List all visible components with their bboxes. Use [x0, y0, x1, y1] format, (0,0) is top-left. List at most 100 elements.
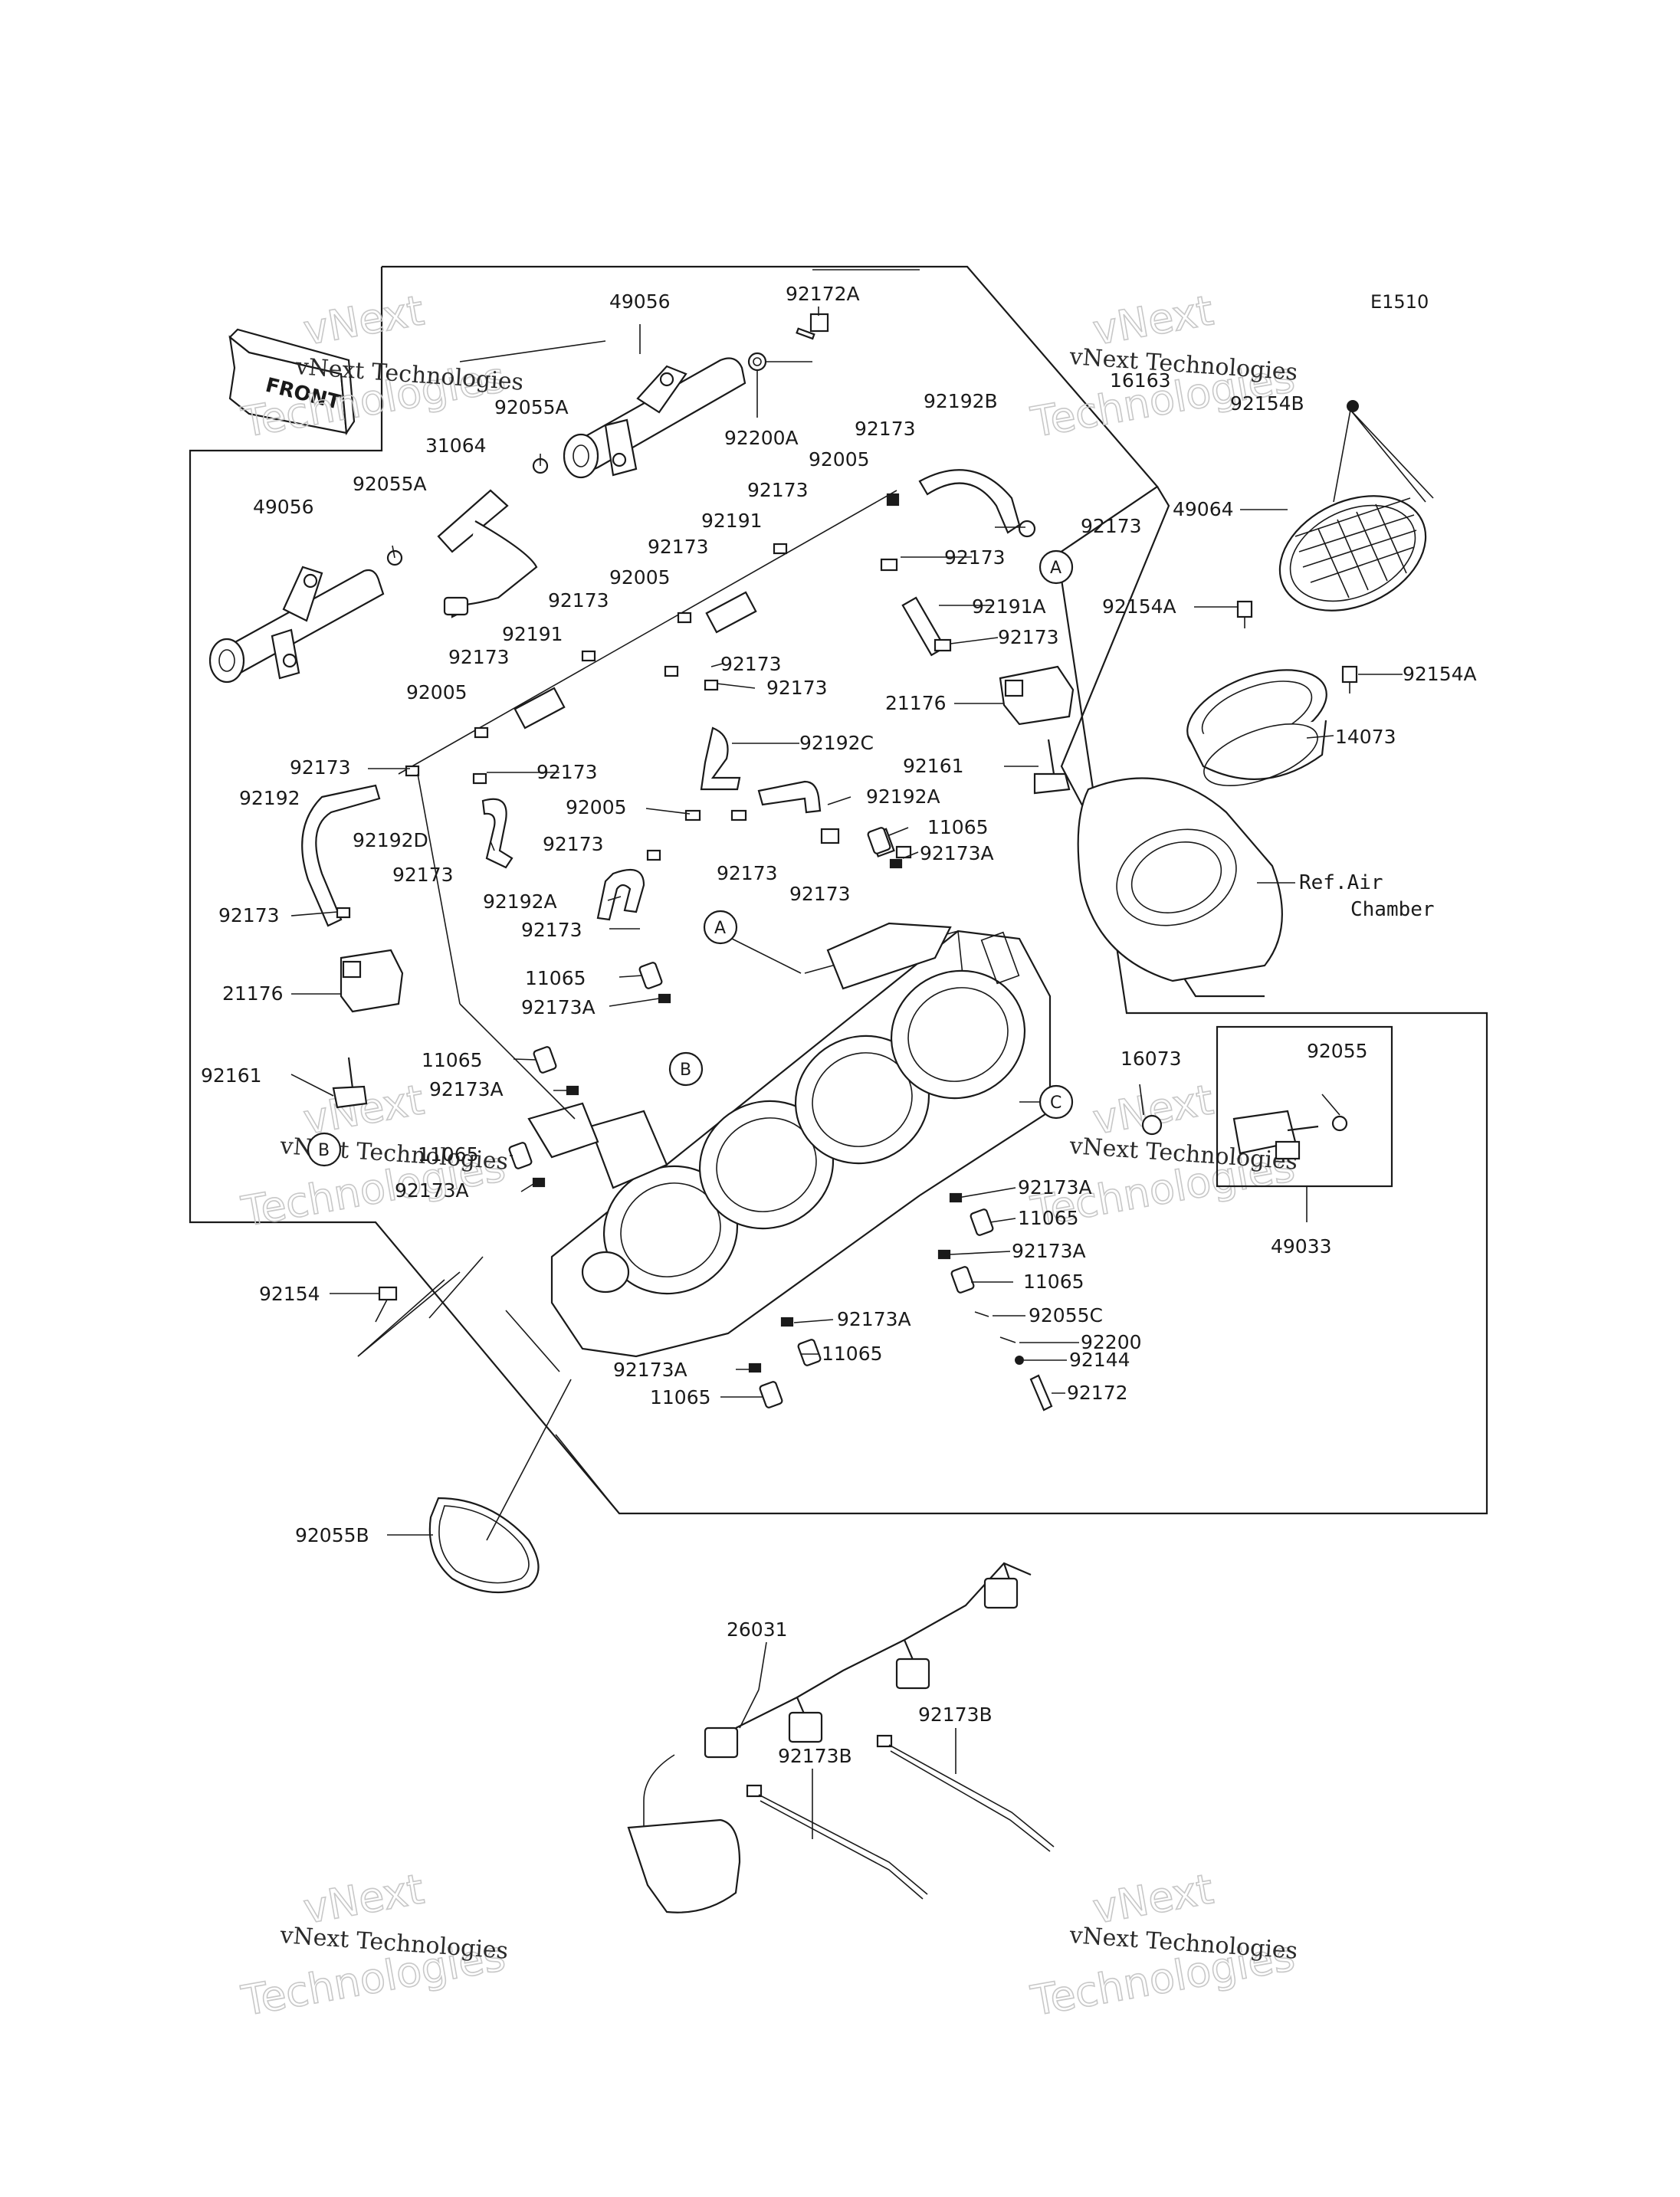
label-92173-a: 92173	[855, 418, 916, 440]
label-49064: 49064	[1173, 498, 1234, 520]
air-chamber-reference	[1077, 777, 1283, 982]
callout-a-lower: A	[703, 910, 802, 974]
label-92173A-b: 92173A	[521, 996, 596, 1018]
label-16163: 16163	[1110, 369, 1171, 392]
label-92191-b: 92191	[502, 623, 563, 645]
label-92192D: 92192D	[353, 829, 428, 851]
screw-92154A-lower	[1341, 665, 1358, 694]
callout-c: C	[1019, 1084, 1074, 1120]
label-11065-c: 11065	[422, 1049, 483, 1071]
label-92191A: 92191A	[972, 595, 1046, 618]
label-92173-j: 92173	[766, 677, 828, 699]
label-11065-g: 11065	[822, 1343, 883, 1365]
label-92144: 92144	[1069, 1349, 1130, 1371]
label-92173A-h: 92173A	[613, 1359, 687, 1381]
throttle-body-assembly	[527, 922, 1052, 1358]
label-11065-h: 11065	[650, 1386, 711, 1408]
label-92192A-b: 92192A	[483, 890, 557, 913]
watermark-bottom-right: vNext Technologies vNext Technologies	[1027, 1864, 1299, 2026]
part-labels: 49056 92172A 16163 92154B 92055A 92200A …	[201, 283, 1477, 1767]
label-92173A-e: 92173A	[1018, 1176, 1092, 1199]
sensor-21176-lower	[332, 949, 404, 1109]
label-92173A-f: 92173A	[1012, 1240, 1086, 1262]
label-26031: 26031	[727, 1618, 788, 1641]
label-92005-a: 92005	[809, 448, 870, 471]
label-92173-p: 92173	[392, 864, 454, 886]
screw-92154B	[1347, 400, 1359, 412]
sensor-21176-upper	[999, 665, 1075, 795]
label-92005-c: 92005	[406, 681, 468, 703]
label-92191-a: 92191	[701, 510, 763, 532]
harness-26031	[627, 1562, 1032, 1913]
label-92173-k: 92173	[290, 756, 351, 779]
caps-11065-set	[508, 827, 994, 1408]
label-11065-f: 11065	[1023, 1271, 1084, 1293]
label-11065-d: 11065	[418, 1143, 479, 1166]
watermark-top-right: vNext Technologies vNext Technologies	[1027, 286, 1299, 448]
label-92192C: 92192C	[799, 732, 874, 754]
callout-b-lower: B	[307, 1132, 342, 1167]
ref-air-line-2: Chamber	[1350, 898, 1435, 921]
label-92055B: 92055B	[295, 1524, 369, 1546]
label-92173-q: 92173	[218, 904, 280, 926]
label-92173-m: 92173	[543, 833, 604, 855]
screw-92154A-upper	[1236, 600, 1253, 628]
label-92005-b: 92005	[609, 566, 671, 589]
washer-92200A	[747, 352, 767, 372]
label-16073: 16073	[1121, 1048, 1182, 1070]
screw-92154-left	[375, 1286, 398, 1323]
label-92055A-top: 92055A	[494, 396, 569, 418]
duct-14073	[1186, 669, 1327, 786]
svg-text:C: C	[1050, 1094, 1061, 1113]
svg-text:A: A	[714, 919, 726, 938]
cable-tie-92173B-left	[746, 1784, 928, 1900]
label-92173-c: 92173	[1081, 515, 1142, 537]
label-14073: 14073	[1335, 726, 1396, 748]
sensor-49033	[1141, 1025, 1393, 1188]
label-92055: 92055	[1307, 1040, 1368, 1062]
callout-b-upper: B	[668, 1051, 704, 1087]
label-92055C: 92055C	[1029, 1304, 1103, 1326]
label-92173-o: 92173	[789, 883, 851, 905]
label-92173A-a: 92173A	[920, 842, 994, 864]
fuel-rail-lower	[208, 566, 385, 684]
svg-text:vNext: vNext	[300, 1864, 427, 1933]
svg-text:B: B	[318, 1141, 330, 1160]
label-92173-l: 92173	[536, 761, 598, 783]
label-21176-b: 21176	[222, 982, 284, 1005]
label-92173A-c: 92173A	[429, 1078, 504, 1100]
svg-text:vNext: vNext	[1089, 1864, 1216, 1933]
front-direction-arrow: FRONT	[228, 328, 356, 436]
watermark-bottom-left: vNext Technologies vNext Technologies	[238, 1864, 510, 2026]
svg-text:vNext: vNext	[300, 286, 427, 354]
label-92173-h: 92173	[720, 653, 782, 675]
label-21176-a: 21176	[885, 692, 947, 714]
diagram-code-label: E1510	[1370, 291, 1429, 313]
label-49033: 49033	[1271, 1235, 1332, 1258]
label-92173B-a: 92173B	[778, 1745, 852, 1767]
svg-text:A: A	[1050, 559, 1061, 578]
ref-air-line-1: Ref.Air	[1299, 871, 1383, 894]
label-92161-a: 92161	[903, 755, 964, 777]
label-92005-d: 92005	[566, 796, 627, 818]
label-92154B: 92154B	[1230, 392, 1304, 415]
label-92172A: 92172A	[786, 283, 860, 305]
label-92173-n: 92173	[717, 862, 778, 884]
leader-lines	[290, 269, 1434, 1839]
label-92173-g: 92173	[998, 626, 1059, 648]
label-92172: 92172	[1067, 1382, 1128, 1404]
label-11065-a: 11065	[927, 816, 989, 838]
label-92173-i: 92173	[448, 646, 510, 668]
label-92200: 92200	[1081, 1331, 1142, 1353]
label-11065-e: 11065	[1018, 1207, 1079, 1229]
svg-text:B: B	[680, 1061, 691, 1080]
label-92200A: 92200A	[724, 427, 799, 449]
screw-92172A	[796, 313, 829, 340]
callout-a-upper: A	[1039, 549, 1074, 585]
gasket-92055B	[428, 1497, 540, 1594]
label-92173-f: 92173	[548, 589, 609, 612]
label-49056-left: 49056	[253, 496, 314, 518]
svg-text:vNext: vNext	[1089, 286, 1216, 354]
label-11065-b: 11065	[525, 967, 586, 989]
